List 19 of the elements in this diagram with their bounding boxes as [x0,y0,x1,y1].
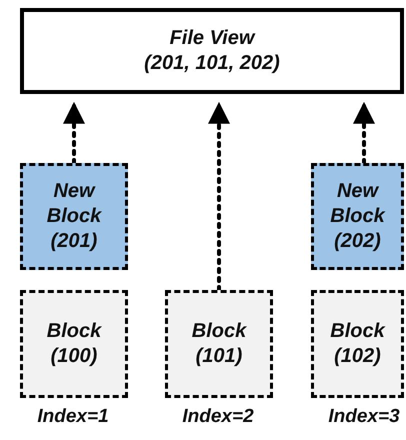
index-label: Index=1 [36,406,110,428]
node-title: Block (100) [46,319,103,369]
node-title: Block (102) [329,319,386,369]
arrow [63,102,85,165]
block-box [20,290,128,398]
node-title: New Block (201) [46,179,103,254]
node-title: File View [168,26,256,51]
index-label: Index=2 [181,406,255,428]
block-box [165,290,273,398]
arrow [353,102,375,165]
node-title: New Block (202) [329,179,386,254]
node-text: (201, 101, 202) [143,51,281,76]
view-box [20,8,404,94]
index-label: Index=3 [327,406,401,428]
arrow [208,102,230,292]
block-box [20,163,128,270]
node-title: Block (101) [190,319,248,369]
block-box [311,163,404,270]
block-box [311,290,404,398]
